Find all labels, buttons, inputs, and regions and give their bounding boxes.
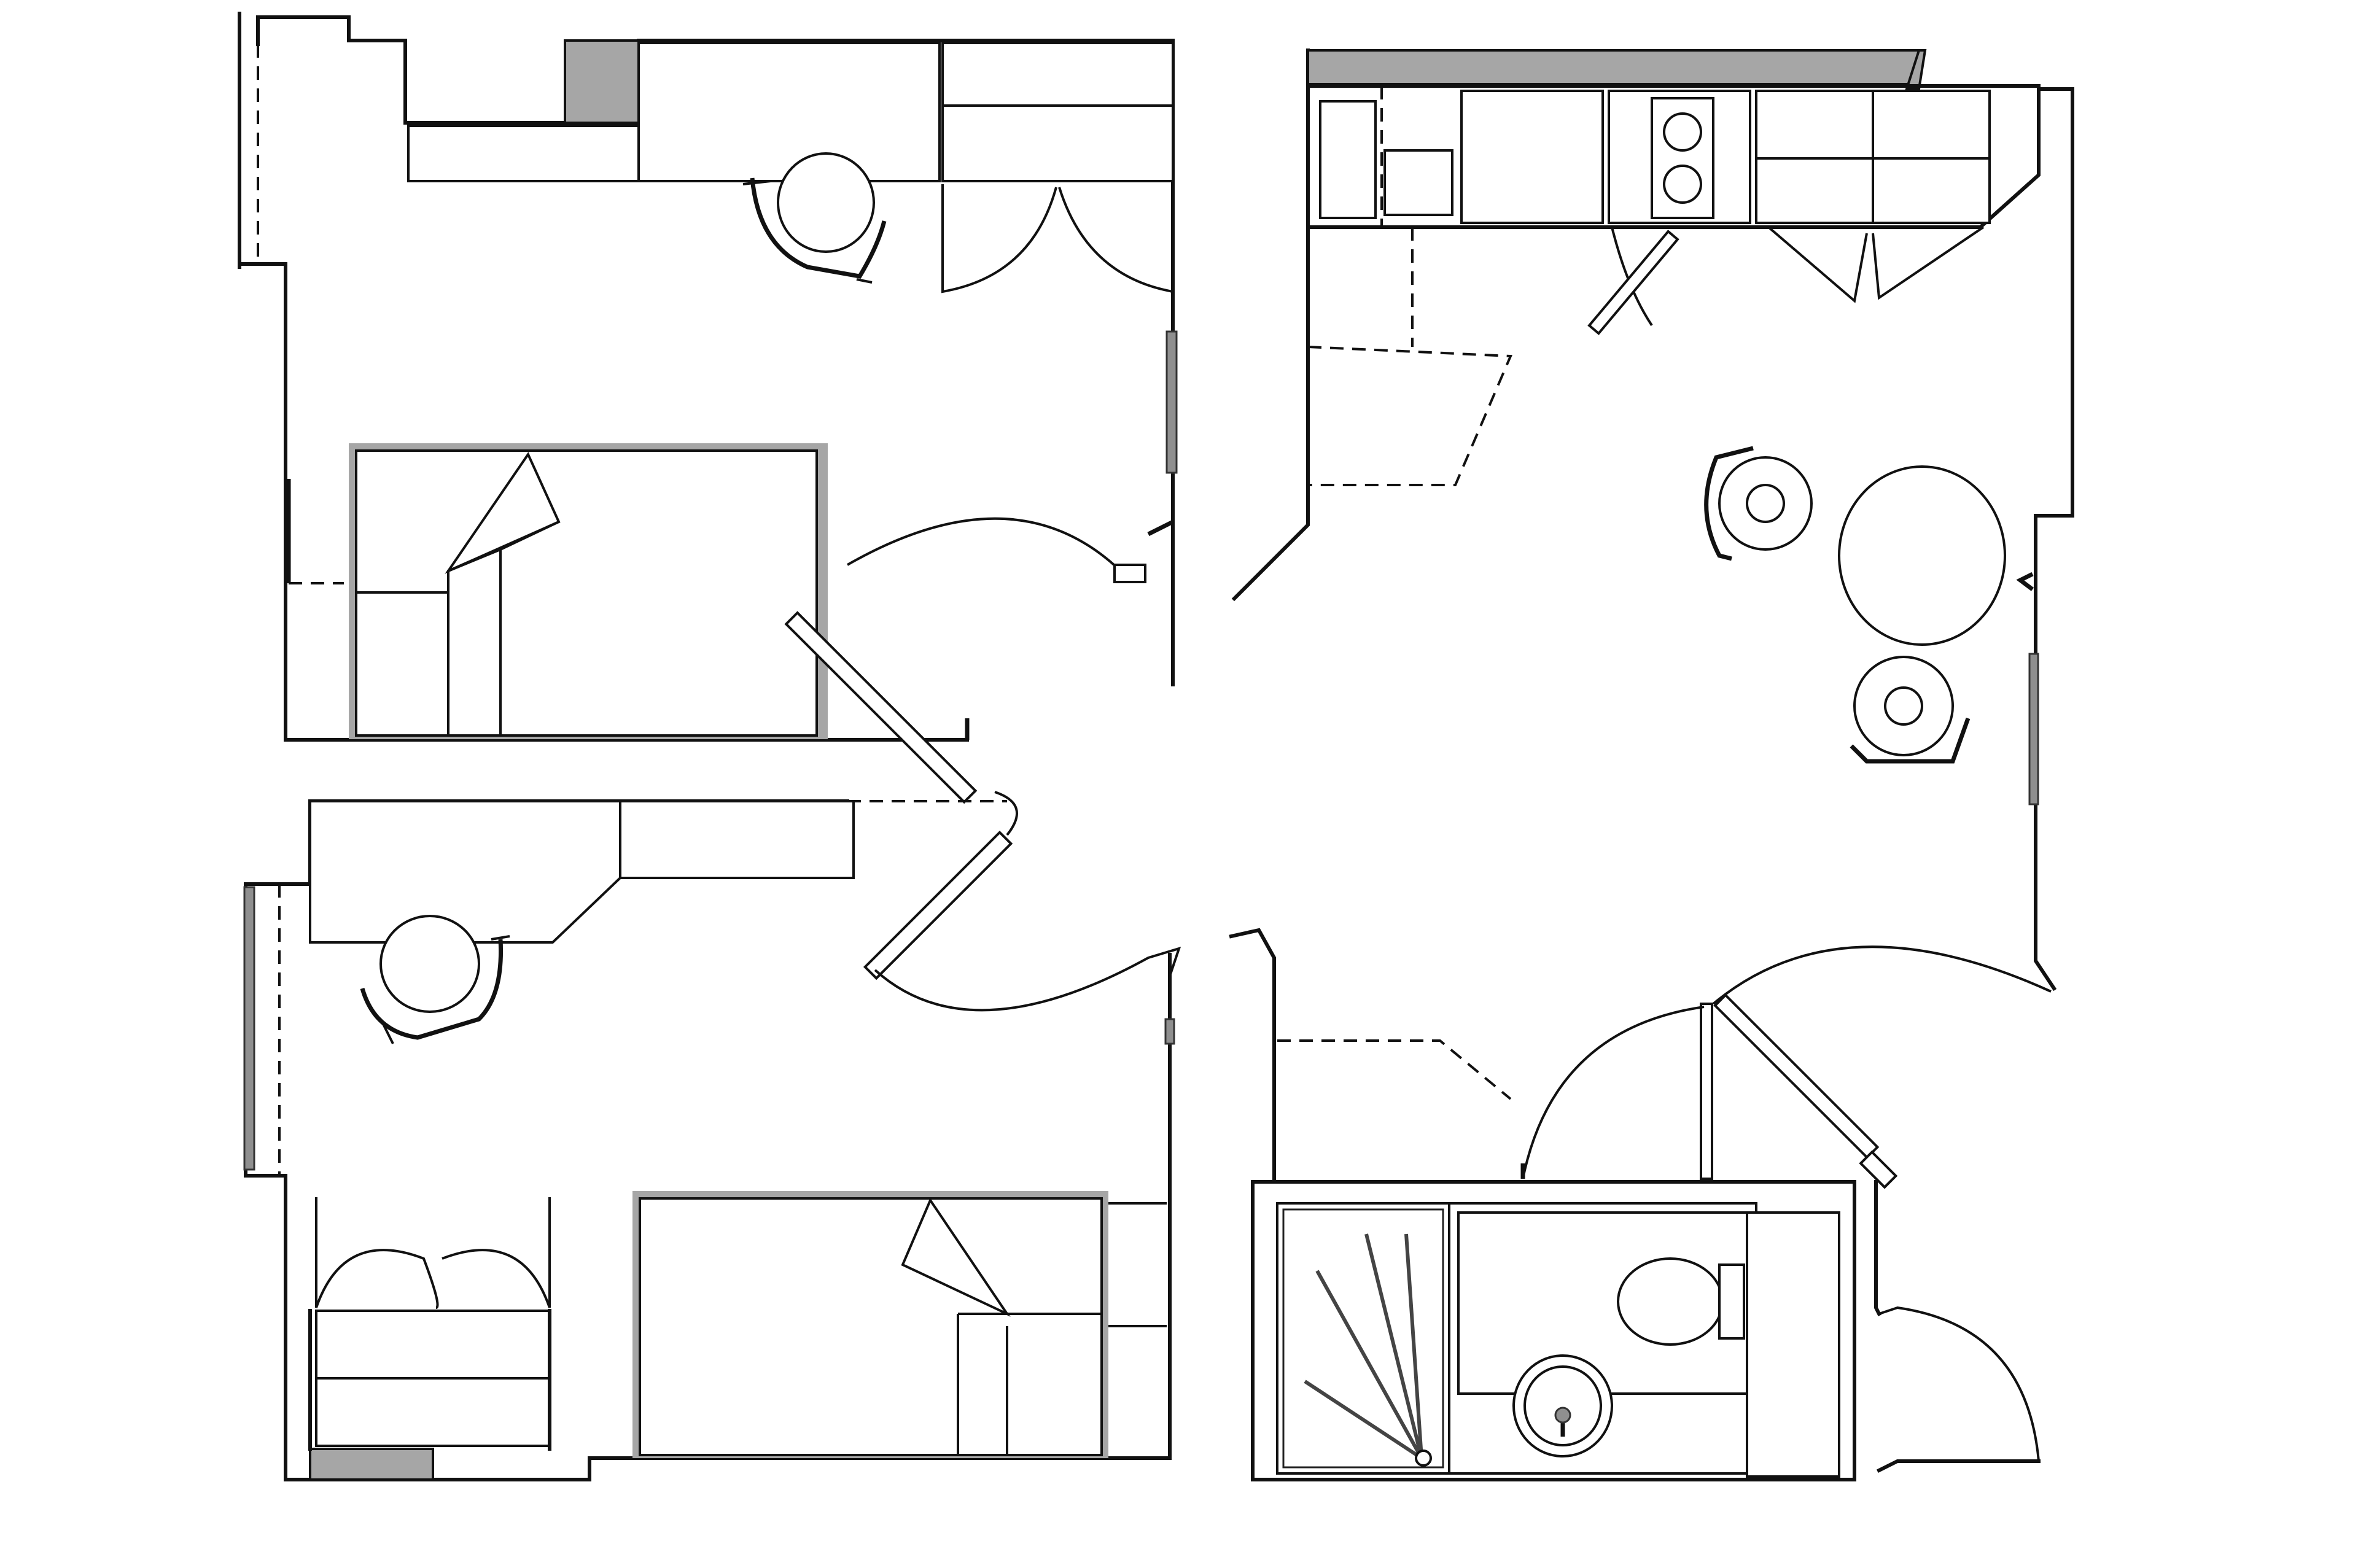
bed: [349, 443, 828, 739]
window: [2016, 572, 2034, 591]
closet: [941, 42, 1174, 182]
desk-chair: [742, 152, 887, 284]
closet: [308, 1197, 551, 1481]
kitchen-dining: [1229, 49, 2074, 1189]
desk: [309, 800, 855, 944]
sink: [1512, 1354, 1613, 1457]
window: [2028, 653, 2039, 805]
closet-doors: [941, 184, 1174, 293]
countertop: [1307, 49, 1920, 85]
stove: [1651, 97, 1714, 219]
bedroom-bottom-left: [243, 791, 1181, 1481]
window: [1164, 1018, 1175, 1045]
door: [1520, 1003, 1713, 1180]
wall: [238, 12, 1175, 742]
wall: [1229, 49, 2074, 1184]
cabinet: [637, 42, 941, 182]
window: [243, 886, 255, 1171]
pantry: [1307, 227, 1512, 486]
door: [784, 517, 1174, 804]
window: [286, 479, 344, 584]
desk-chair: [360, 915, 510, 1044]
bed: [632, 1191, 1167, 1458]
shower: [1276, 1202, 1450, 1475]
dining-table: [1838, 465, 2006, 646]
door: [1874, 1180, 2041, 1473]
cabinet-doors: [1587, 226, 1985, 335]
bathroom: [1251, 1003, 2041, 1481]
desk: [407, 125, 640, 182]
stool: [1704, 446, 1813, 561]
toilet: [1617, 1257, 1745, 1346]
bedroom-top-left: [238, 12, 1178, 804]
door: [847, 791, 1181, 1012]
window: [1165, 330, 1178, 474]
wardrobe: [564, 39, 640, 124]
door: [1712, 945, 2052, 1189]
stool: [1850, 656, 1971, 764]
wall: [1251, 1039, 1856, 1481]
